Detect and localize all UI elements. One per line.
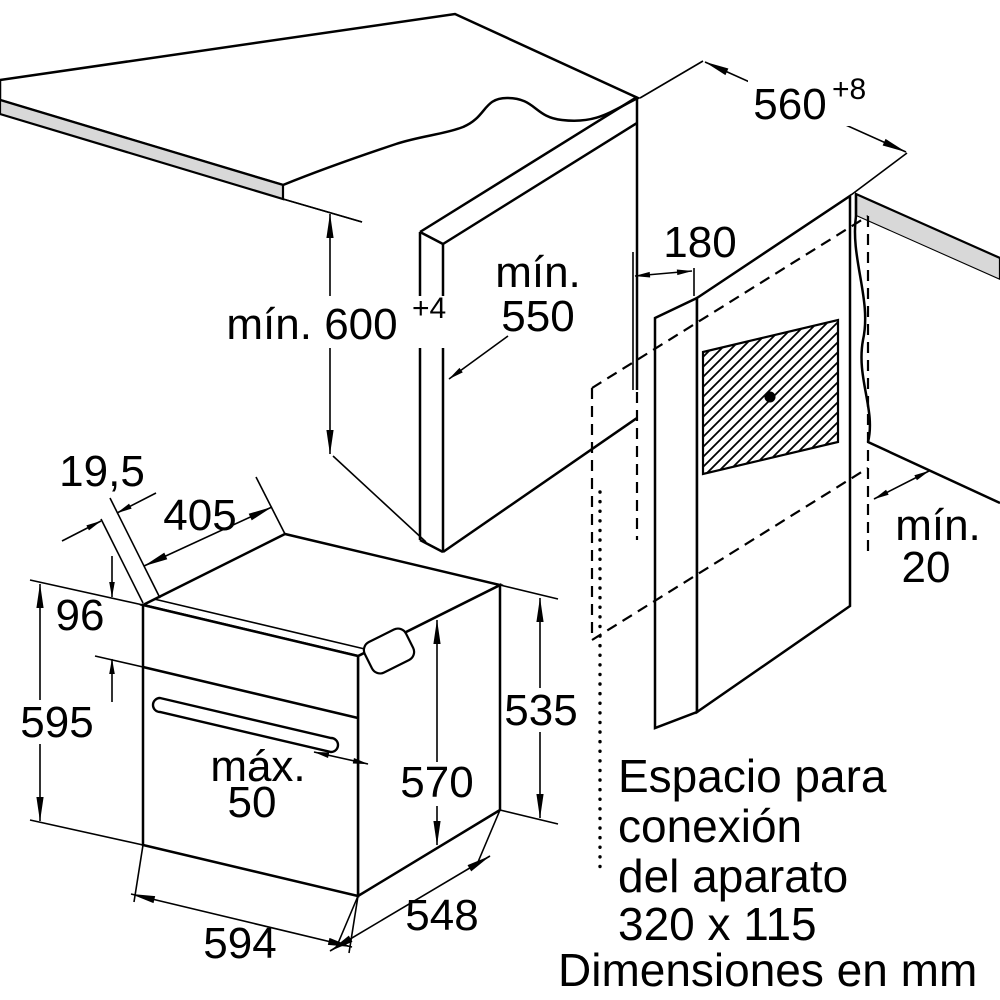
dim-595-ext-bottom [29,819,144,846]
countertop [0,12,641,223]
wall-face [854,216,1000,503]
dim-594-ext-left [133,844,144,903]
dim-550-leader [448,335,509,380]
dim-560-tolerance: +8 [832,73,866,106]
dim-door-height-570: 570 [400,619,474,846]
dim-535-ext-top [499,584,559,600]
dim-600-tolerance: +4 [412,292,446,325]
dim-rear-gap-180: 180 [632,218,737,390]
dim-oven-height-595: 595 [20,579,144,846]
dim-panel-height-96: 96 [56,556,144,702]
dim-96-label: 96 [56,591,105,640]
dim-20-label-line2: 20 [902,543,951,592]
dim-548-label: 548 [405,891,478,940]
dim-550-label-line2: 550 [501,292,574,341]
dim-595-label-bg [25,700,89,744]
side-panel [653,193,852,730]
dim-560-ext-right [850,152,908,196]
dim-max-50-label-line1: máx. [210,742,305,791]
dim-handle-max-50: máx. 50 [210,742,369,827]
footer: Dimensiones en mm [558,944,977,996]
connection-note-line1: Espacio para [618,750,887,802]
dim-550-label-line1: mín. [495,248,581,297]
dim-535-ext-bottom [499,809,559,825]
dim-front-offset-19-5: 19,5 [59,447,161,604]
dim-600-ext-top [282,198,363,223]
dim-594-ext-right [348,895,359,954]
dim-20-label-line1: mín. [895,501,981,550]
wall-torn-edge [853,194,872,443]
dim-19-5-arrow-right [116,492,157,514]
dim-oven-width-594: 594 [130,844,359,968]
dim-405-label: 405 [163,491,236,540]
dim-20-line [873,470,930,500]
dim-top-depth-405: 405 [143,476,286,567]
dim-180-label: 180 [663,218,736,267]
dim-594-label: 594 [203,919,276,968]
dim-niche-height-600: mín. 600 +4 [200,198,455,543]
oven-top-inner-line [153,598,370,651]
dim-594-line [130,893,353,948]
cabinet-niche [418,95,639,554]
dim-570-label: 570 [400,758,473,807]
dim-96-ext-bottom [94,655,144,668]
side-panel-front-edge [653,296,699,730]
dim-600-ext-bottom [332,455,427,543]
hidden-edge-bottom [591,467,869,641]
dim-535-label-bg [508,688,574,732]
oven [139,532,504,899]
oven-control-panel-line [142,665,359,720]
dim-side-gap-min-20: mín. 20 [873,470,981,592]
dim-595-ext-top [29,579,144,606]
cabinet-top-corner-edge [419,230,444,246]
dim-180-line [634,269,693,278]
unit-note: Dimensiones en mm [558,944,977,996]
oven-side-vent [362,627,416,675]
cabinet-top-inner-edge [442,121,638,246]
dim-max-50-line [313,751,369,765]
adjacent-wall [853,192,1000,505]
vent-center-dot [764,391,776,403]
dim-570-label-bg [406,762,468,806]
connection-note-line3: del aparato [618,850,848,902]
wall-bottom-edge [867,440,1000,505]
dim-548-ext-back [477,809,501,863]
dim-560-label-bg [748,80,878,126]
dim-niche-depth-560: 560 +8 [639,60,908,196]
connection-note-line2: conexión [618,800,802,852]
dim-casing-height-535: 535 [499,584,578,825]
dim-max-50-label-line2: 50 [228,778,277,827]
dim-19-5-label: 19,5 [59,447,145,496]
dim-600-label: mín. 600 [226,300,397,349]
dim-600-label-bg [200,296,455,348]
dim-oven-depth-548: 548 [329,809,501,952]
dim-548-line [329,855,491,952]
hidden-edge-top [591,215,869,389]
dim-595-label: 595 [20,698,93,747]
dim-405-ext-back [255,476,286,535]
cabinet-floor-edge [442,416,638,554]
dim-19-5-ext-casing [109,497,161,599]
dim-560-label: 560 [753,80,826,129]
dim-niche-min-550: mín. 550 [448,248,581,380]
connection-note: Espacio para conexión del aparato 320 x … [618,750,887,950]
niche-hidden-edges [590,215,870,641]
countertop-surface [0,12,641,187]
cabinet-top-outer-edge [419,95,638,234]
dim-405-line [143,506,273,567]
connection-note-line4: 320 x 115 [618,898,817,950]
dim-560-ext-left [639,60,704,99]
dim-19-5-arrow-left [61,520,102,542]
dim-535-label: 535 [504,686,577,735]
cabinet-bottom-corner-edge [419,538,444,554]
dim-19-5-ext-front [100,518,144,604]
